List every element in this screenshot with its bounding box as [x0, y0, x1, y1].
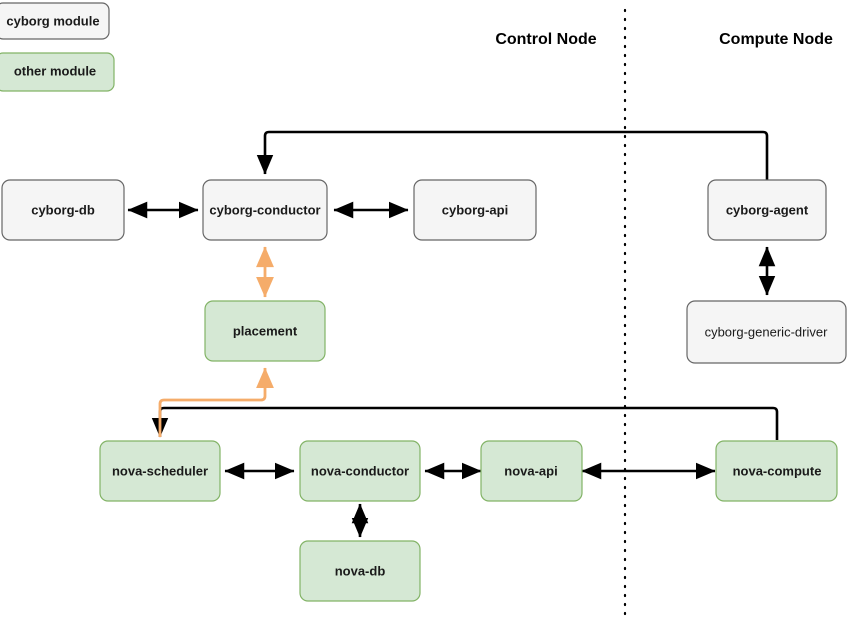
node-cyborg-db[interactable]: cyborg-db — [1, 179, 125, 241]
node-box-nova-conductor[interactable] — [299, 440, 421, 502]
legend-swatch-other — [0, 52, 115, 92]
node-label-cyborg-db: cyborg-db — [31, 202, 95, 217]
node-nova-compute[interactable]: nova-compute — [715, 440, 838, 502]
node-label-nova-db: nova-db — [335, 563, 386, 578]
node-cyborg-generic-driver[interactable]: cyborg-generic-driver — [686, 300, 847, 364]
node-label-nova-conductor: nova-conductor — [311, 463, 409, 478]
node-label-cyborg-api: cyborg-api — [442, 202, 508, 217]
node-label-nova-api: nova-api — [504, 463, 557, 478]
node-label-placement: placement — [233, 323, 298, 338]
node-box-nova-compute[interactable] — [715, 440, 838, 502]
node-box-cyborg-db[interactable] — [1, 179, 125, 241]
node-box-nova-scheduler[interactable] — [99, 440, 221, 502]
legend-swatch-cyborg — [0, 2, 110, 40]
legend-item-cyborg-module: cyborg module — [0, 2, 110, 40]
node-label-nova-scheduler: nova-scheduler — [112, 463, 208, 478]
node-box-cyborg-generic-driver[interactable] — [686, 300, 847, 364]
compute-node-title: Compute Node — [719, 31, 833, 48]
node-label-nova-compute: nova-compute — [733, 463, 822, 478]
node-cyborg-agent[interactable]: cyborg-agent — [707, 179, 827, 241]
node-nova-api[interactable]: nova-api — [480, 440, 583, 502]
legend: cyborg module other module — [0, 2, 115, 92]
edge-nova-scheduler-to-placement — [158, 367, 274, 437]
node-box-cyborg-agent[interactable] — [707, 179, 827, 241]
control-node-title: Control Node — [495, 31, 596, 48]
edge-nova-compute-to-nova-scheduler — [151, 406, 779, 440]
node-box-placement[interactable] — [204, 300, 326, 362]
node-cyborg-conductor[interactable]: cyborg-conductor — [202, 179, 328, 241]
node-box-cyborg-conductor[interactable] — [202, 179, 328, 241]
node-box-cyborg-api[interactable] — [413, 179, 537, 241]
node-box-nova-api[interactable] — [480, 440, 583, 502]
legend-label-other: other module — [14, 63, 96, 78]
node-nova-scheduler[interactable]: nova-scheduler — [99, 440, 221, 502]
node-label-cyborg-conductor: cyborg-conductor — [209, 202, 320, 217]
node-placement[interactable]: placement — [204, 300, 326, 362]
legend-label-cyborg: cyborg module — [6, 13, 99, 28]
node-nova-conductor[interactable]: nova-conductor — [299, 440, 421, 502]
node-label-cyborg-generic-driver: cyborg-generic-driver — [705, 324, 828, 339]
node-cyborg-api[interactable]: cyborg-api — [413, 179, 537, 241]
node-nova-db[interactable]: nova-db — [299, 540, 421, 602]
edge-cyborg-agent-to-cyborg-conductor — [256, 130, 769, 180]
node-box-nova-db[interactable] — [299, 540, 421, 602]
legend-item-other-module: other module — [0, 52, 115, 92]
node-label-cyborg-agent: cyborg-agent — [726, 202, 809, 217]
